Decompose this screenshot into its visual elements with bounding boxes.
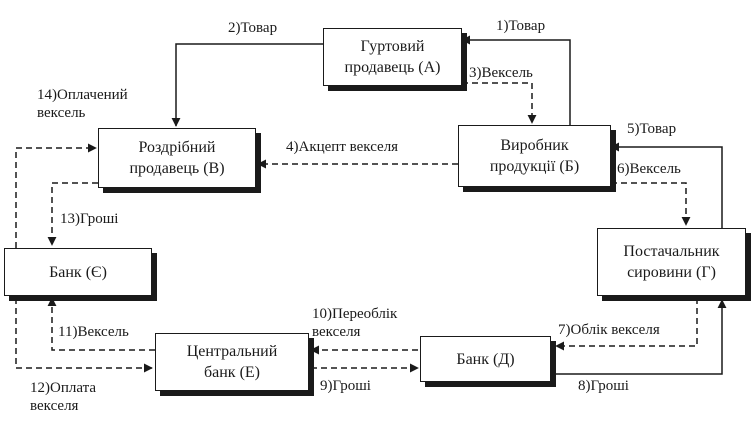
edge-3-line [462, 82, 537, 124]
node-producer-b: Виробник продукції (Б) [458, 125, 611, 187]
edge-14-label: 14)Оплачений вексель [37, 87, 128, 121]
node-central-bank-e: Центральний банк (Е) [155, 333, 309, 391]
edge-10-label: 10)Переоблік векселя [312, 306, 398, 340]
edge-13-line [47, 182, 98, 246]
edge-9-label: 9)Гроші [320, 378, 371, 394]
edge-8-line [553, 299, 727, 375]
edge-4-label: 4)Акцепт векселя [286, 139, 399, 155]
edge-12-label: 12)Оплата векселя [30, 380, 97, 414]
edge-3-label: 3)Вексель [469, 65, 533, 81]
edge-14-line [15, 143, 97, 248]
edge-5-line [610, 142, 723, 228]
node-bank-ye: Банк (Є) [4, 248, 152, 296]
edge-5-label: 5)Товар [627, 121, 677, 137]
edge-11-line [47, 297, 155, 351]
node-wholesaler-a: Гуртовий продавець (А) [323, 28, 462, 86]
edge-7-label: 7)Облік векселя [558, 322, 660, 338]
node-bank-d: Банк (Д) [420, 336, 551, 382]
edge-2-label: 2)Товар [228, 20, 278, 36]
node-supplier-g: Постачальник сировини (Г) [597, 228, 746, 296]
edge-8-label: 8)Гроші [578, 378, 629, 394]
node-retailer-v: Роздрібний продавець (В) [98, 128, 256, 188]
edge-11-label: 11)Вексель [58, 324, 129, 340]
edge-1-label: 1)Товар [496, 18, 546, 34]
edge-13-label: 13)Гроші [60, 211, 119, 227]
edge-6-label: 6)Вексель [617, 161, 681, 177]
edge-2-line [171, 43, 323, 127]
edge-12-line [15, 298, 153, 373]
edge-6-line [611, 182, 691, 226]
edge-7-line [555, 298, 698, 351]
edge-1-line [461, 35, 571, 125]
